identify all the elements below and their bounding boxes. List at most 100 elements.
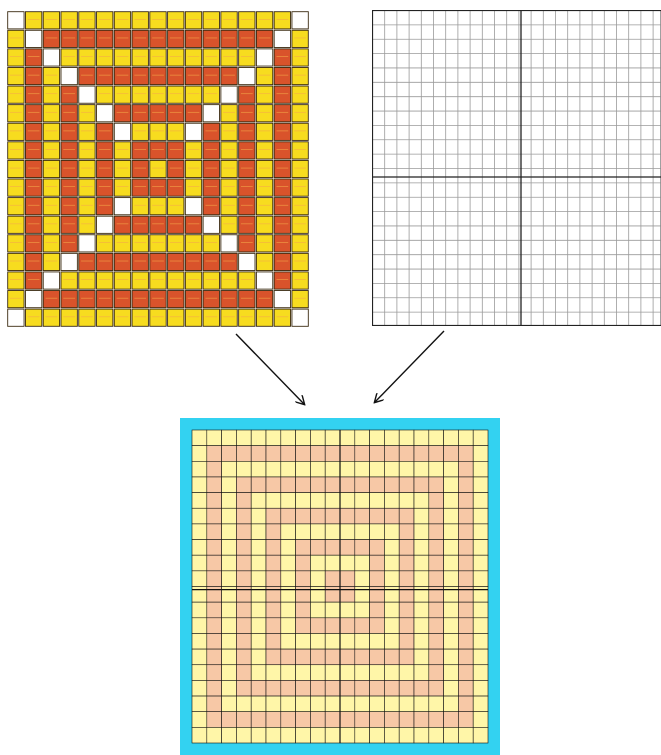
mosaic-tile: [221, 67, 237, 84]
result-cell: [310, 446, 325, 462]
result-cell: [266, 696, 281, 712]
result-cell: [251, 665, 266, 681]
result-cell: [325, 696, 340, 712]
result-cell: [192, 587, 207, 603]
result-cell: [236, 477, 251, 493]
result-cell: [296, 477, 311, 493]
mosaic-tile: [203, 105, 219, 122]
result-cell: [414, 633, 429, 649]
result-cell: [384, 602, 399, 618]
result-cell: [340, 461, 355, 477]
result-cell: [473, 508, 488, 524]
mosaic-tile: [97, 86, 113, 103]
result-cell: [355, 571, 370, 587]
mosaic-tile: [168, 49, 184, 66]
mosaic-tile: [185, 291, 201, 308]
result-cell: [192, 727, 207, 743]
mosaic-tile: [221, 49, 237, 66]
mosaic-tile: [97, 142, 113, 159]
result-cell: [444, 508, 459, 524]
result-cell: [281, 540, 296, 556]
mosaic-tile: [150, 216, 166, 233]
result-cell: [222, 477, 237, 493]
result-cell: [236, 727, 251, 743]
result-cell: [222, 524, 237, 540]
result-cell: [222, 508, 237, 524]
result-cell: [251, 712, 266, 728]
mosaic-tile: [292, 86, 308, 103]
result-cell: [414, 727, 429, 743]
mosaic-tile: [79, 216, 95, 233]
result-cell: [444, 524, 459, 540]
mosaic-tile: [25, 272, 41, 289]
result-cell: [207, 446, 222, 462]
result-cell: [281, 649, 296, 665]
mosaic-tile: [203, 142, 219, 159]
mosaic-tile: [168, 253, 184, 270]
result-cell: [458, 696, 473, 712]
result-cell: [370, 555, 385, 571]
mosaic-tile: [185, 12, 201, 29]
mosaic-tile: [25, 309, 41, 326]
mosaic-tile: [274, 216, 290, 233]
result-cell: [236, 633, 251, 649]
mosaic-tile: [292, 291, 308, 308]
mosaic-tile: [43, 12, 59, 29]
result-cell: [355, 461, 370, 477]
result-cell: [266, 493, 281, 509]
result-cell: [296, 446, 311, 462]
result-cell: [296, 665, 311, 681]
mosaic-tile: [168, 123, 184, 140]
mosaic-tile: [185, 160, 201, 177]
result-cell: [473, 602, 488, 618]
result-cell: [473, 727, 488, 743]
result-cell: [207, 727, 222, 743]
empty-square-grid: [372, 10, 661, 326]
mosaic-tile: [168, 216, 184, 233]
result-cell: [281, 446, 296, 462]
result-cell: [444, 633, 459, 649]
result-cell: [281, 696, 296, 712]
result-cell: [266, 680, 281, 696]
result-cell: [370, 571, 385, 587]
result-cell: [414, 602, 429, 618]
result-cell: [355, 555, 370, 571]
result-cell: [207, 633, 222, 649]
mosaic-tile: [292, 272, 308, 289]
result-cell: [355, 712, 370, 728]
mosaic-tile: [168, 142, 184, 159]
result-cell: [384, 430, 399, 446]
mosaic-tile: [292, 198, 308, 215]
mosaic-tile: [221, 160, 237, 177]
result-cell: [414, 712, 429, 728]
mosaic-tile: [114, 216, 130, 233]
result-cell: [399, 680, 414, 696]
result-cell: [384, 727, 399, 743]
mosaic-tile: [132, 67, 148, 84]
result-cell: [473, 696, 488, 712]
result-cell: [399, 524, 414, 540]
mosaic-tile: [292, 30, 308, 47]
mosaic-tile: [221, 123, 237, 140]
mosaic-tile: [185, 253, 201, 270]
result-cell: [251, 524, 266, 540]
result-cell: [325, 587, 340, 603]
result-cell: [340, 493, 355, 509]
mosaic-tile: [132, 105, 148, 122]
mosaic-tile: [25, 30, 41, 47]
result-cell: [192, 540, 207, 556]
mosaic-tile: [168, 30, 184, 47]
mosaic-tile: [8, 216, 24, 233]
result-cell: [414, 446, 429, 462]
mosaic-tile: [61, 291, 77, 308]
result-cell: [444, 680, 459, 696]
result-cell: [310, 430, 325, 446]
result-cell: [281, 461, 296, 477]
mosaic-tile: [168, 309, 184, 326]
mosaic-tile: [61, 49, 77, 66]
mosaic-tile: [79, 30, 95, 47]
result-cell: [325, 665, 340, 681]
result-cell: [384, 555, 399, 571]
result-cell: [384, 461, 399, 477]
mosaic-tile: [239, 12, 255, 29]
